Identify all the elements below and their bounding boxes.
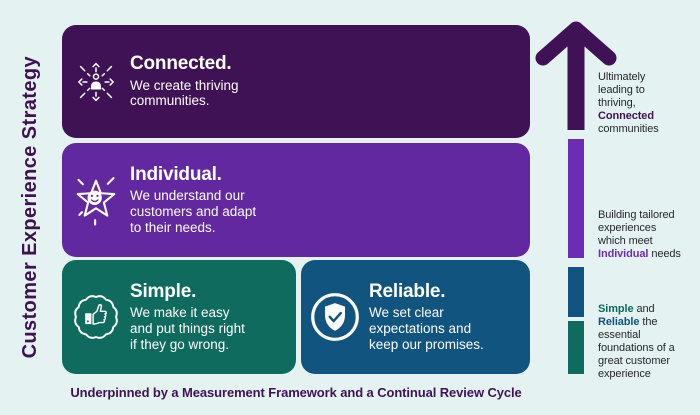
arrow-up-icon [535,21,617,130]
box-title-individual: Individual. [130,163,222,185]
box-title-connected: Connected. [130,53,232,75]
annotation-highlight-individual: Individual [598,248,649,260]
connected-text-col: Connected. We create thriving communitie… [130,54,530,109]
bar-segment-reliable [568,267,584,317]
strategy-box-reliable: Reliable. We set clear expectations and … [301,260,530,374]
footer-caption: Underpinned by a Measurement Framework a… [70,385,522,400]
box-body-reliable: We set clear expectations and keep our p… [369,305,484,352]
annotation-line: Simple and [598,303,655,315]
annotation-highlight-reliable: Reliable [598,316,640,328]
simple-icon-col [62,292,130,342]
thumbs-up-badge-icon [74,295,118,339]
reliable-icon-col [301,291,369,343]
annotation-individual: Building tailored experiences which meet… [598,209,681,261]
annotation-line: essential [598,329,641,341]
annotation-line: which meet [598,235,653,247]
strategy-box-individual: Individual. We understand our customers … [62,143,530,257]
box-body-simple: We make it easy and put things right if … [130,305,245,352]
annotation-line: Reliable the [598,316,658,328]
bar-segment-simple [568,321,584,374]
annotation-line: thriving, [598,97,636,109]
annotation-line: great customer [598,355,670,367]
annotation-line: Individual needs [598,248,681,260]
box-title-simple: Simple. [130,280,197,302]
box-body-individual: We understand our customers and adapt to… [130,188,257,235]
annotation-highlight-connected: Connected [598,110,654,122]
annotation-connected: Ultimately leading to thriving, Connecte… [598,71,659,136]
annotation-line: Ultimately [598,71,646,83]
strategy-box-simple: Simple. We make it easy and put things r… [62,260,296,374]
annotation-line: Building tailored [598,209,675,221]
annotation-line: communities [598,123,659,135]
box-title-reliable: Reliable. [369,280,446,302]
strategy-box-connected: Connected. We create thriving communitie… [62,25,530,138]
annotation-line: foundations of a [598,342,675,354]
reliable-text-col: Reliable. We set clear expectations and … [369,280,530,352]
annotation-line: leading to [598,84,645,96]
bar-segment-individual [568,139,584,258]
simple-text-col: Simple. We make it easy and put things r… [130,280,296,352]
annotation-foundations: Simple and Reliable the essential founda… [598,303,675,381]
annotation-highlight-simple: Simple [598,303,634,315]
individual-icon-col [62,171,130,229]
connected-icon-col [62,57,130,107]
shield-check-icon [311,293,359,341]
annotation-line: experience [598,368,651,380]
page-title: Customer Experience Strategy [18,56,41,359]
individual-text-col: Individual. We understand our customers … [130,163,530,235]
person-network-icon [77,62,115,101]
star-smiley-icon [76,177,116,226]
annotation-line: experiences [598,222,657,234]
vertical-title-wrap: Customer Experience Strategy [10,0,50,415]
box-body-connected: We create thriving communities. [130,77,239,109]
